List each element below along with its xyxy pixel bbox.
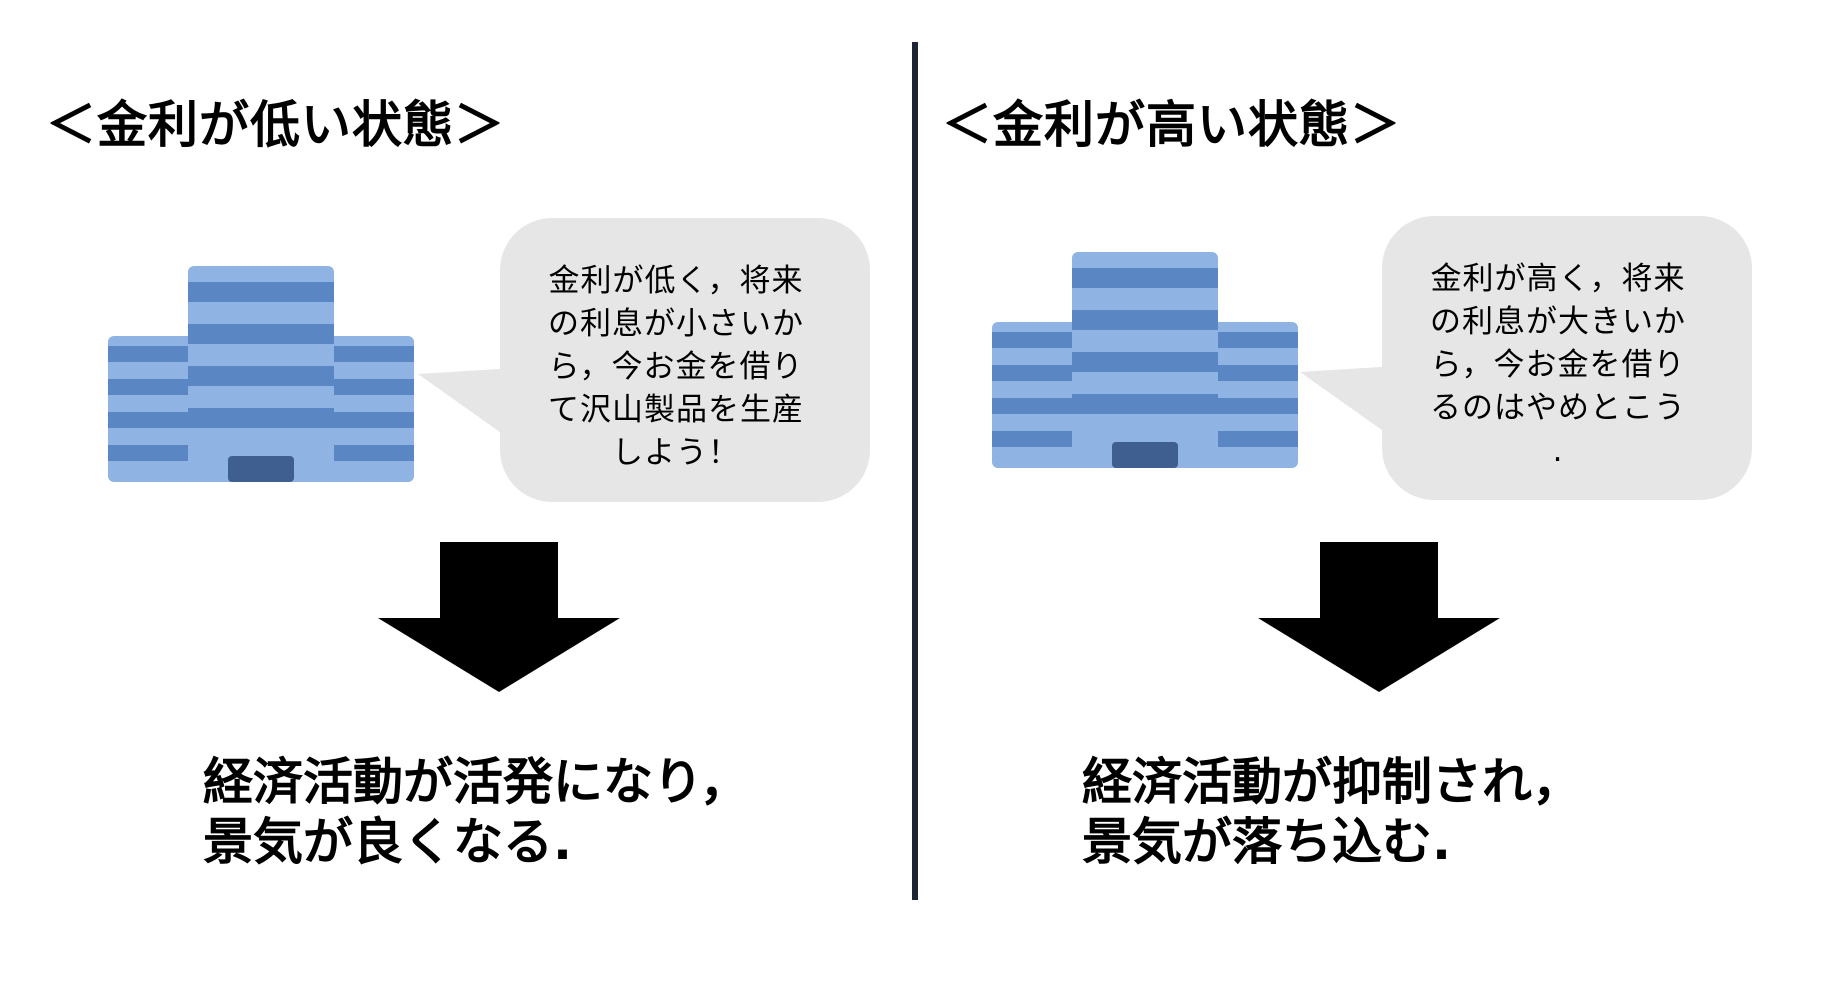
office-building-icon (992, 252, 1298, 468)
result-text-high: 経済活動が抑制され， 景気が落ち込む. (1082, 753, 1582, 871)
heading-high-interest: ＜金利が高い状態＞ (942, 96, 1401, 154)
down-arrow-icon (1258, 542, 1500, 692)
bubble-text-low: 金利が低く，将来 の利息が小さいか ら，今お金を借り て沢山製品を生産 しよう！ (548, 263, 804, 471)
heading-low-interest: ＜金利が低い状態＞ (46, 96, 505, 154)
speech-bubble-low: 金利が低く，将来 の利息が小さいか ら，今お金を借り て沢山製品を生産 しよう！ (418, 218, 876, 508)
down-arrow-icon (378, 542, 620, 692)
center-divider (912, 42, 918, 900)
result-text-low: 経済活動が活発になり， 景気が良くなる. (203, 753, 750, 871)
panel-low-interest: ＜金利が低い状態＞ 金利が低く，将来 の利息が小さいか ら，今お金を借り て沢山… (0, 0, 900, 1004)
speech-bubble-high: 金利が高く，将来 の利息が大きいか ら，今お金を借り るのはやめとこう . (1300, 216, 1758, 506)
bubble-text-high: 金利が高く，将来 の利息が大きいか ら，今お金を借り るのはやめとこう . (1430, 261, 1686, 469)
office-building-icon (108, 266, 414, 482)
panel-high-interest: ＜金利が高い状態＞ 金利が高く，将来 の利息が大きいか ら，今お金を借り るのは… (880, 0, 1780, 1004)
